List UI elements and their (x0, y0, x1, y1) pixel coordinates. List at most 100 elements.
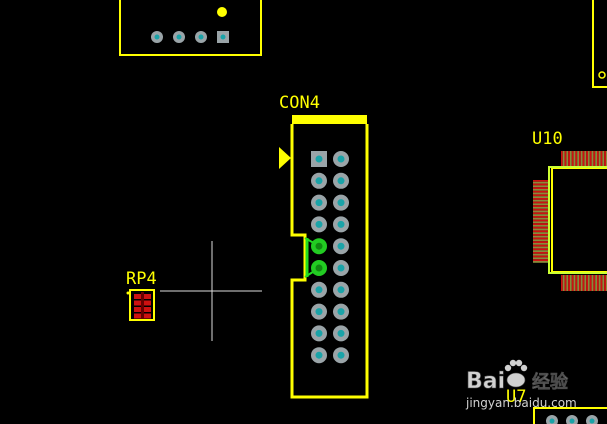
con4-pin-hole (315, 242, 323, 250)
u10-pin-left-gap (533, 199, 549, 202)
u10-pin-top-gap (580, 151, 583, 167)
rp4-pads (134, 292, 151, 319)
u10-pin-left (533, 223, 549, 225)
u10-designator: U10 (532, 129, 563, 149)
con4-pin-hole (315, 329, 323, 337)
u10-pin-top-gap (595, 151, 597, 167)
u10-pin-left-gap (533, 192, 549, 195)
u10-pin-top (604, 151, 606, 167)
con4-component[interactable]: CON4 (279, 93, 369, 399)
top-right-pad (598, 71, 606, 79)
con4-pads (311, 151, 349, 364)
u10-pin-bottom (575, 275, 578, 291)
u10-pin-bottom-gap (588, 275, 590, 291)
u10-pin-top (571, 151, 574, 167)
u10-pin-bottom (593, 275, 596, 291)
u10-pin-top (589, 151, 592, 167)
con4-pin-hole (315, 308, 323, 316)
u10-pin-left (533, 180, 549, 182)
top-left-pad-hole (220, 34, 226, 40)
con4-pin-hole (337, 155, 345, 163)
u10-pin-top-gap (577, 151, 579, 167)
con4-pin-hole (337, 220, 345, 228)
u10-pin-left-gap (533, 210, 549, 213)
u10-pin-left (533, 255, 549, 258)
u10-pin-bottom (604, 275, 606, 291)
u10-pin-left-gap (533, 189, 549, 191)
u10-pin-bottom-gap (577, 275, 579, 291)
u10-pin-bottom-gap (602, 275, 605, 291)
u10-pin-top (568, 151, 570, 167)
con4-pin-hole (337, 351, 345, 359)
top-left-pad-hole (176, 34, 182, 40)
u10-pin-bottom-gap (573, 275, 576, 291)
u10-pin-bottom-gap (570, 275, 572, 291)
u7-component[interactable]: U7 (506, 387, 607, 424)
rp4-pad (144, 313, 151, 319)
u10-pin-top (579, 151, 581, 167)
top-left-pad-hole (198, 34, 204, 40)
rp4-pad (144, 307, 151, 312)
u10-pin-left-gap (533, 253, 549, 256)
top-left-pads (151, 31, 229, 43)
u10-pin-left (533, 183, 549, 186)
u10-pin-bottom (571, 275, 574, 291)
u10-pin-left-gap (533, 243, 549, 245)
u10-pin-left-gap (533, 232, 549, 234)
con4-pin-hole (315, 286, 323, 294)
u10-pin-bottom-gap (562, 275, 565, 291)
u10-pin-bottom-gap (591, 275, 594, 291)
rp4-pad (144, 300, 151, 306)
u10-pin-bottom (586, 275, 588, 291)
u10-component[interactable]: U10 (532, 129, 607, 291)
u10-pin-left-gap (533, 239, 549, 242)
rp4-component[interactable]: RP4 (126, 269, 157, 321)
u10-pin-left-gap (533, 203, 549, 206)
watermark-brand-latin: Bai (466, 369, 505, 394)
u10-pin-left-gap (533, 217, 549, 220)
u10-pin-left (533, 230, 549, 233)
u10-pin-bottom (600, 275, 603, 291)
watermark-url: jingyan.baidu.com (465, 396, 577, 410)
component-top-right[interactable] (592, 0, 607, 88)
u7-pad-hole (589, 418, 595, 424)
u10-pin-left-gap (533, 207, 549, 209)
u10-pad-outline (548, 166, 607, 274)
u10-pin-bottom-gap (584, 275, 587, 291)
u10-pin-bottom-gap (595, 275, 597, 291)
u10-pin-top (586, 151, 588, 167)
con4-outline (290, 124, 369, 399)
component-top-left[interactable] (119, 0, 262, 56)
u10-pin-left (533, 226, 549, 229)
u10-pin-left (533, 237, 549, 240)
u10-pin-left (533, 201, 549, 204)
u10-pin-left-gap (533, 257, 549, 260)
u10-pin-bottom-gap (566, 275, 569, 291)
top-left-outline (119, 0, 262, 56)
u10-pin-top (561, 151, 563, 167)
con4-pin-hole (315, 177, 323, 185)
u10-pin-left-gap (533, 225, 549, 227)
top-left-pad-hole (154, 34, 160, 40)
u10-pin-bottom (561, 275, 563, 291)
rp4-pin1-dot (126, 291, 130, 295)
u10-pin-top (597, 151, 599, 167)
u10-pin-top (575, 151, 578, 167)
con4-pin-hole (315, 351, 323, 359)
watermark: Bai 经验 jingyan.baidu.com (465, 359, 577, 410)
top-left-pin1-marker (217, 7, 227, 17)
u10-pin-top-gap (584, 151, 587, 167)
u10-pin-left (533, 248, 549, 251)
u7-designator: U7 (506, 387, 526, 407)
con4-pin-hole (337, 242, 345, 250)
u10-pin-bottom-gap (580, 275, 583, 291)
u10-pin-left (533, 216, 549, 218)
u10-pin-top (582, 151, 585, 167)
u10-pin-left (533, 219, 549, 222)
u10-pin-top (593, 151, 596, 167)
u10-pin-top-gap (566, 151, 569, 167)
top-right-outline (592, 0, 607, 88)
rp4-pad (134, 300, 141, 306)
